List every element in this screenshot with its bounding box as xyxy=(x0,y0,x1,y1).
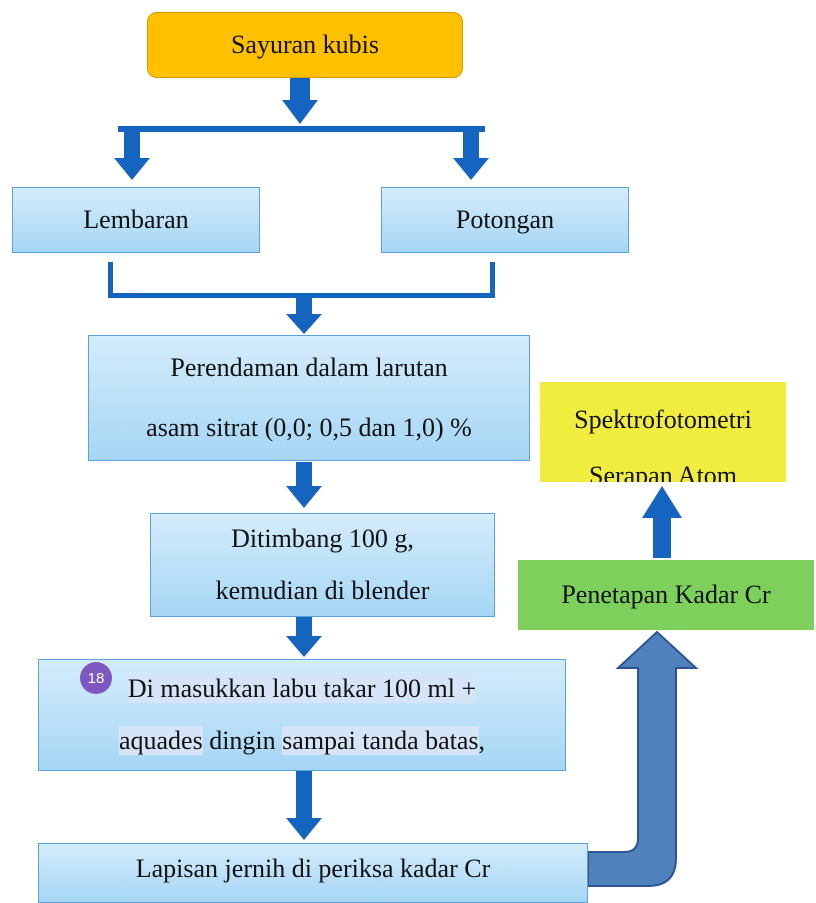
plain-text: , xyxy=(478,726,486,755)
node-label: Penetapan Kadar Cr xyxy=(561,580,771,610)
arrow-to-masukkan xyxy=(286,616,322,657)
node-label-line-2: aquades dingin sampai tanda batas, xyxy=(118,715,486,767)
node-label: Lapisan jernih di periksa kadar Cr xyxy=(135,854,491,883)
node-sayuran-kubis: Sayuran kubis xyxy=(147,12,463,78)
node-label-line-1: Ditimbang 100 g, xyxy=(231,524,414,553)
plain-text: dingin xyxy=(202,726,283,755)
highlighted-text: Di masukkan labu takar 100 ml + xyxy=(127,674,477,703)
node-potongan: Potongan xyxy=(381,187,629,253)
branch-bar xyxy=(118,126,485,132)
node-label-line-2: kemudian di blender xyxy=(215,576,430,605)
arrow-start-down xyxy=(282,78,318,124)
merge-right-leg xyxy=(490,262,495,298)
highlighted-text: aquades xyxy=(118,726,203,755)
arrow-to-potongan xyxy=(453,132,489,180)
node-label: Lembaran xyxy=(83,205,189,235)
node-masukkan: Di masukkan labu takar 100 ml + aquades … xyxy=(38,659,566,771)
node-ditimbang: Ditimbang 100 g, kemudian di blender xyxy=(150,513,495,617)
arrow-to-spektro xyxy=(642,486,682,558)
arrow-to-lembaran xyxy=(114,132,150,180)
node-label-line-1: Perendaman dalam larutan xyxy=(170,353,448,382)
arrow-uturn-to-penetapan xyxy=(587,630,699,887)
node-label-line-2: Serapan Atom xyxy=(588,461,738,482)
node-lembaran: Lembaran xyxy=(12,187,260,253)
node-penetapan-kadar: Penetapan Kadar Cr xyxy=(518,560,814,630)
comment-badge[interactable]: 18 xyxy=(80,662,112,694)
node-label: Sayuran kubis xyxy=(230,30,380,60)
node-label-line-1: Spektrofotometri xyxy=(574,405,752,434)
node-label-line-2: asam sitrat (0,0; 0,5 dan 1,0) % xyxy=(146,413,472,442)
highlighted-text: sampai tanda batas xyxy=(282,726,479,755)
node-label: Potongan xyxy=(455,205,555,235)
arrow-to-ditimbang xyxy=(286,462,322,508)
node-perendaman: Perendaman dalam larutan asam sitrat (0,… xyxy=(88,335,530,461)
merge-left-leg xyxy=(108,262,113,298)
node-spektrofotometri: Spektrofotometri Serapan Atom xyxy=(540,382,786,482)
node-lapisan: Lapisan jernih di periksa kadar Cr xyxy=(38,843,588,903)
merge-bar xyxy=(108,293,495,298)
arrow-to-perendaman xyxy=(286,298,322,334)
arrow-to-lapisan xyxy=(286,770,322,840)
node-label-line-1: Di masukkan labu takar 100 ml + xyxy=(127,663,477,715)
